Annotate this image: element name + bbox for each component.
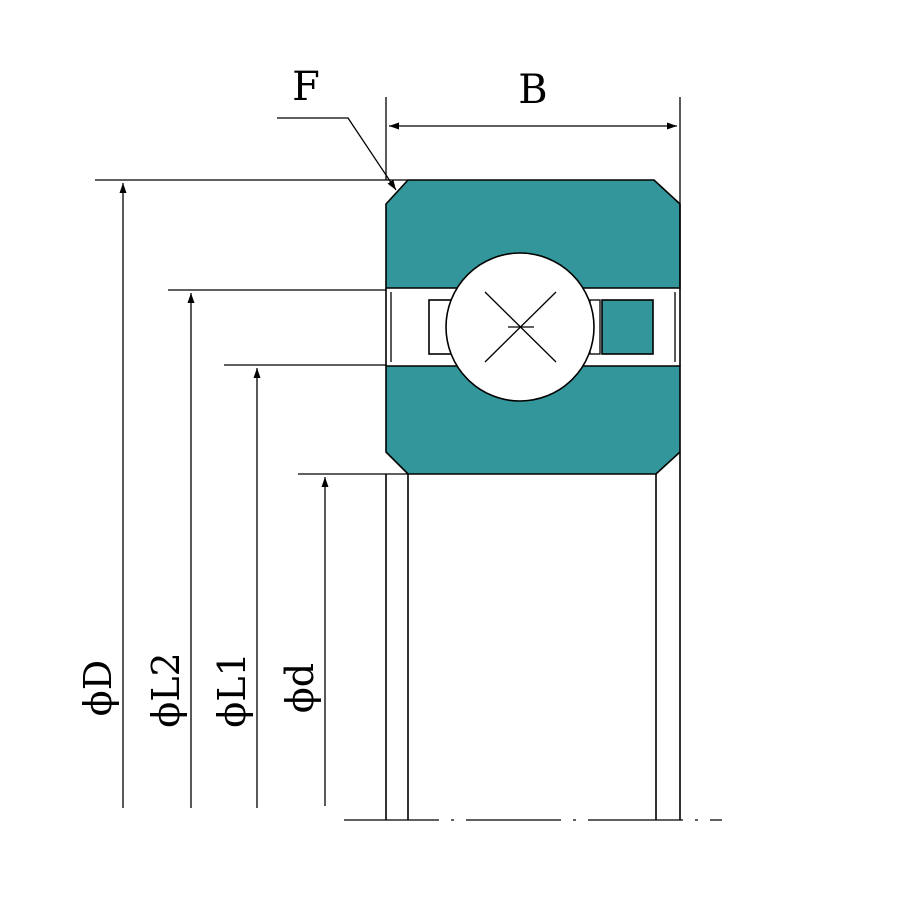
chamfer-leader	[277, 117, 397, 191]
bore-diameter-label: ϕd	[278, 663, 322, 713]
chamfer-label: F	[292, 64, 320, 110]
width-label: B	[518, 67, 547, 113]
cage-right	[601, 299, 654, 355]
land-diameter-2-label: ϕL2	[144, 652, 188, 727]
land-diameter-1-label: ϕL1	[210, 652, 254, 727]
outer-diameter-label: ϕD	[76, 660, 120, 716]
